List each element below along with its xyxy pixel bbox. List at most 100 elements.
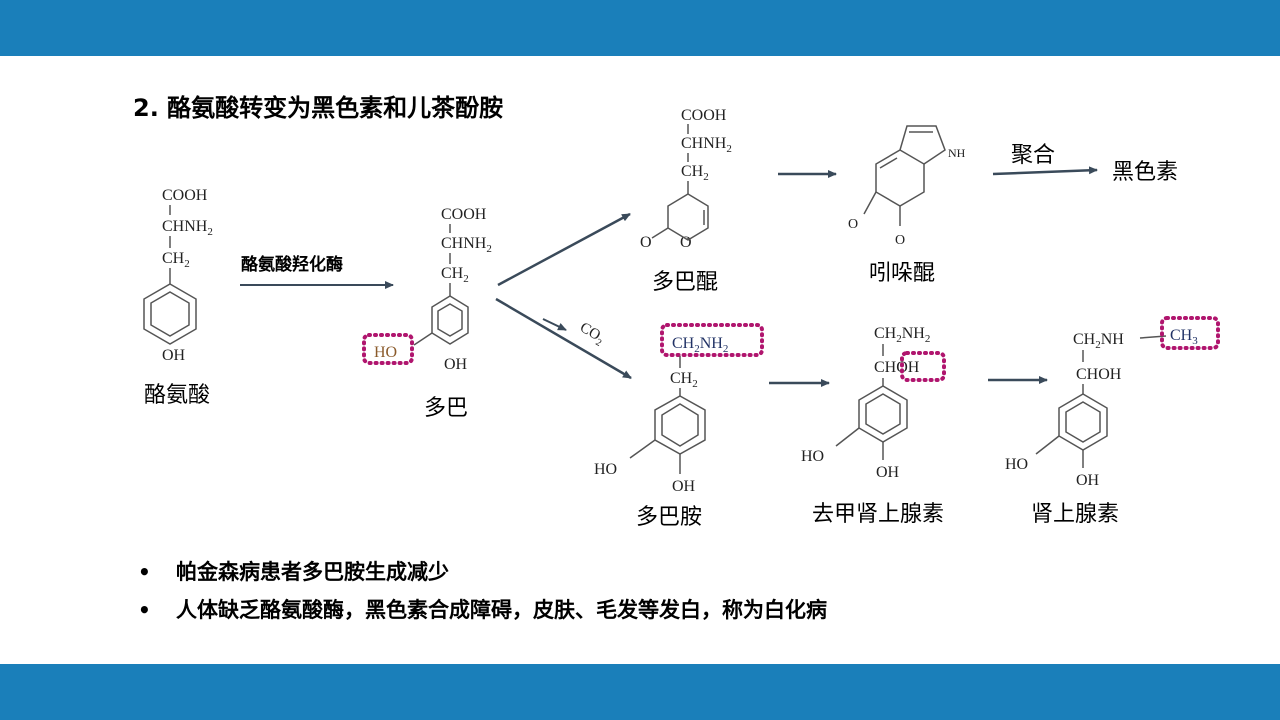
epinephrine-methyl-highlight bbox=[1160, 316, 1220, 350]
compound-epinephrine: CH2NH CH3 CHOH HO OH 肾上腺素 bbox=[1005, 316, 1220, 527]
norepinephrine-c: CH bbox=[874, 359, 897, 376]
tyrosine-bonds bbox=[143, 205, 197, 345]
tyrosine-chnh: CHNH bbox=[162, 218, 208, 235]
norepinephrine-oh-highlight bbox=[900, 351, 946, 382]
dopamine-amine-highlight bbox=[660, 323, 764, 357]
dopaquinone-sub-2a: 2 bbox=[726, 143, 732, 155]
tyrosine-sub-2b: 2 bbox=[184, 258, 190, 270]
dopaquinone-bonds bbox=[651, 124, 709, 241]
epinephrine-ch3: CH bbox=[1170, 327, 1193, 344]
compound-dopaquinone: COOH CHNH2 CH2 O O 多巴醌 bbox=[640, 107, 732, 295]
dopamine-oh: OH bbox=[672, 478, 696, 495]
indolequinone-nh: NH bbox=[948, 146, 966, 160]
dopa-sub-2b: 2 bbox=[463, 273, 469, 285]
bullet-item: • 帕金森病患者多巴胺生成减少 bbox=[138, 556, 827, 594]
co2-sub: 2 bbox=[594, 337, 604, 349]
compound-dopamine: CH2NH2 CH2 HO OH 多巴胺 bbox=[594, 323, 764, 530]
dopa-bonds bbox=[413, 224, 469, 346]
epinephrine-n-methyl-bond bbox=[1139, 335, 1167, 339]
norepinephrine-bonds bbox=[835, 344, 908, 460]
polymerize-label: 聚合 bbox=[1011, 143, 1055, 168]
compound-norepinephrine: CH2NH2 CHOH HO OH 去甲肾上腺素 bbox=[801, 325, 946, 527]
indolequinone-bonds bbox=[863, 125, 946, 226]
dopa-cooh: COOH bbox=[441, 206, 487, 223]
norepinephrine-nh: NH bbox=[902, 325, 926, 342]
enzyme-label: 酪氨酸羟化酶 bbox=[241, 254, 343, 275]
bullet-list: • 帕金森病患者多巴胺生成减少 •人体缺乏酪氨酸酶，黑色素合成障碍，皮肤、毛发等发… bbox=[138, 556, 827, 632]
epinephrine-name: 肾上腺素 bbox=[1031, 502, 1119, 527]
svg-text:CHNH2: CHNH2 bbox=[441, 235, 492, 255]
epinephrine-oh: OH bbox=[1076, 472, 1100, 489]
norepinephrine-sub-2b: 2 bbox=[925, 333, 931, 345]
norepinephrine-oh: OH bbox=[876, 464, 900, 481]
epinephrine-nh: NH bbox=[1101, 331, 1125, 348]
dopamine-nh: NH bbox=[700, 335, 724, 352]
dopa-ho-highlight bbox=[362, 333, 414, 365]
indolequinone-o2: O bbox=[895, 233, 905, 248]
bullet-text: 帕金森病患者多巴胺生成减少 bbox=[176, 560, 449, 584]
dopaquinone-ch: CH bbox=[681, 163, 704, 180]
compound-tyrosine: COOH CHNH2 CH2 OH 酪氨酸 bbox=[143, 187, 213, 408]
svg-text:CH2NH: CH2NH bbox=[1073, 331, 1124, 351]
dopa-name: 多巴 bbox=[424, 396, 468, 421]
epinephrine-sub-3: 3 bbox=[1192, 335, 1198, 347]
svg-text:CHNH2: CHNH2 bbox=[162, 218, 213, 238]
bullet-dot: • bbox=[138, 560, 151, 584]
slide-title: 2. 酪氨酸转变为黑色素和儿茶酚胺 bbox=[133, 94, 504, 122]
norepinephrine-choh-oh: OH bbox=[896, 359, 920, 376]
tyrosine-cooh: COOH bbox=[162, 187, 208, 204]
co2-label: CO2 bbox=[576, 320, 608, 349]
svg-text:CH2: CH2 bbox=[162, 250, 190, 270]
dopamine-bonds bbox=[629, 356, 706, 474]
dopaquinone-o1: O bbox=[640, 234, 652, 251]
arrow-co2-release bbox=[542, 318, 567, 331]
compound-indolequinone: NH O O 吲哚醌 bbox=[848, 125, 966, 286]
svg-text:CHNH2: CHNH2 bbox=[681, 135, 732, 155]
indolequinone-o1: O bbox=[848, 217, 858, 232]
dopamine-sub-2b: 2 bbox=[723, 343, 729, 355]
dopa-sub-2a: 2 bbox=[486, 243, 492, 255]
melanin-name: 黑色素 bbox=[1112, 160, 1178, 185]
dopaquinone-o2: O bbox=[680, 234, 692, 251]
tyrosine-oh: OH bbox=[162, 347, 186, 364]
svg-text:CH2NH2: CH2NH2 bbox=[874, 325, 930, 345]
epinephrine-ch: CH bbox=[1073, 331, 1096, 348]
dopa-chnh: CHNH bbox=[441, 235, 487, 252]
dopamine-sub-2c: 2 bbox=[692, 378, 698, 390]
dopa-ho: HO bbox=[374, 344, 397, 361]
svg-text:CH3: CH3 bbox=[1170, 327, 1198, 347]
dopaquinone-sub-2b: 2 bbox=[703, 171, 709, 183]
arrow-dopa-dopaquinone bbox=[497, 212, 631, 287]
dopaquinone-chnh: CHNH bbox=[681, 135, 727, 152]
indolequinone-name: 吲哚醌 bbox=[869, 261, 935, 286]
svg-text:CH2: CH2 bbox=[441, 265, 469, 285]
top-banner bbox=[0, 0, 1280, 56]
svg-text:CHOH: CHOH bbox=[874, 359, 920, 376]
svg-text:CH2: CH2 bbox=[670, 370, 698, 390]
norepinephrine-ho: HO bbox=[801, 448, 824, 465]
norepinephrine-ch: CH bbox=[874, 325, 897, 342]
dopaquinone-name: 多巴醌 bbox=[652, 270, 718, 295]
svg-text:CH2NH2: CH2NH2 bbox=[672, 335, 728, 355]
dopamine-ho: HO bbox=[594, 461, 617, 478]
dopamine-name: 多巴胺 bbox=[636, 505, 702, 530]
bottom-banner bbox=[0, 664, 1280, 720]
norepinephrine-name: 去甲肾上腺素 bbox=[812, 502, 944, 527]
bullet-item: •人体缺乏酪氨酸酶，黑色素合成障碍，皮肤、毛发等发白，称为白化病 bbox=[138, 594, 827, 632]
epinephrine-choh: CHOH bbox=[1076, 366, 1122, 383]
dopa-ch: CH bbox=[441, 265, 464, 282]
tyrosine-sub-2a: 2 bbox=[207, 226, 213, 238]
tyrosine-name: 酪氨酸 bbox=[144, 383, 210, 408]
epinephrine-ho: HO bbox=[1005, 456, 1028, 473]
epinephrine-sub-2: 2 bbox=[1095, 339, 1101, 351]
compound-dopa: COOH CHNH2 CH2 OH HO 多巴 bbox=[362, 206, 492, 421]
dopamine-ch: CH bbox=[672, 335, 695, 352]
arrow-indolequinone-melanin bbox=[992, 166, 1098, 176]
epinephrine-bonds bbox=[1035, 350, 1108, 468]
tyrosine-ch: CH bbox=[162, 250, 185, 267]
dopamine-sub-2a: 2 bbox=[694, 343, 700, 355]
svg-text:CH2: CH2 bbox=[681, 163, 709, 183]
bullet-dot: • bbox=[138, 598, 151, 622]
norepinephrine-sub-2a: 2 bbox=[896, 333, 902, 345]
